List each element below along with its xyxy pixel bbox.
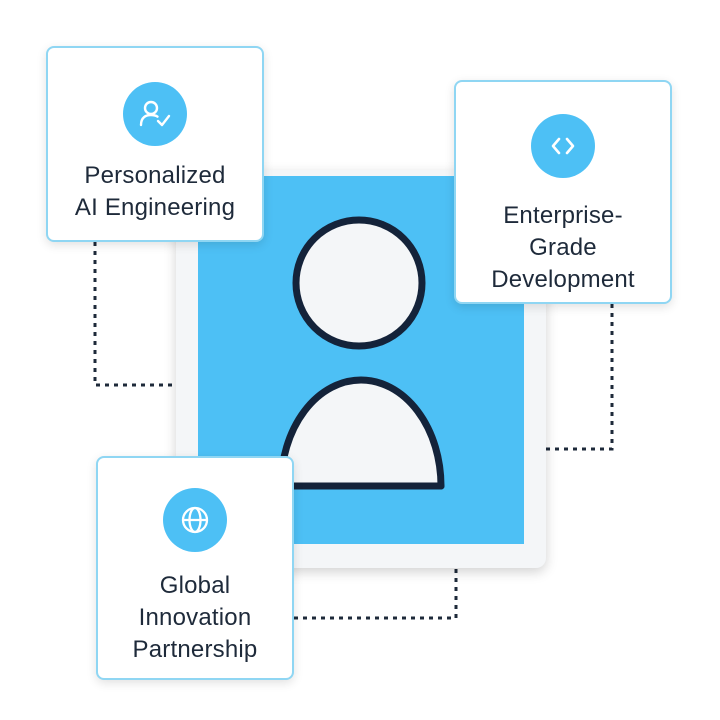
card-global-label: Global Innovation Partnership xyxy=(132,572,258,663)
card-enterprise-grade-development: Enterprise- Grade Development xyxy=(454,80,672,304)
card-enterprise-label: Enterprise- Grade Development xyxy=(491,202,635,293)
connector-personalized xyxy=(93,242,176,387)
card-global-innovation-partnership: Global Innovation Partnership xyxy=(96,456,294,680)
globe-icon xyxy=(163,488,227,552)
user-check-icon xyxy=(123,82,187,146)
connector-global xyxy=(294,568,458,620)
card-personalized-label: Personalized AI Engineering xyxy=(74,162,236,221)
card-personalized-ai-engineering: Personalized AI Engineering xyxy=(46,46,264,242)
connector-enterprise xyxy=(546,304,614,451)
code-brackets-icon xyxy=(531,114,595,178)
user-avatar-icon xyxy=(277,216,445,490)
